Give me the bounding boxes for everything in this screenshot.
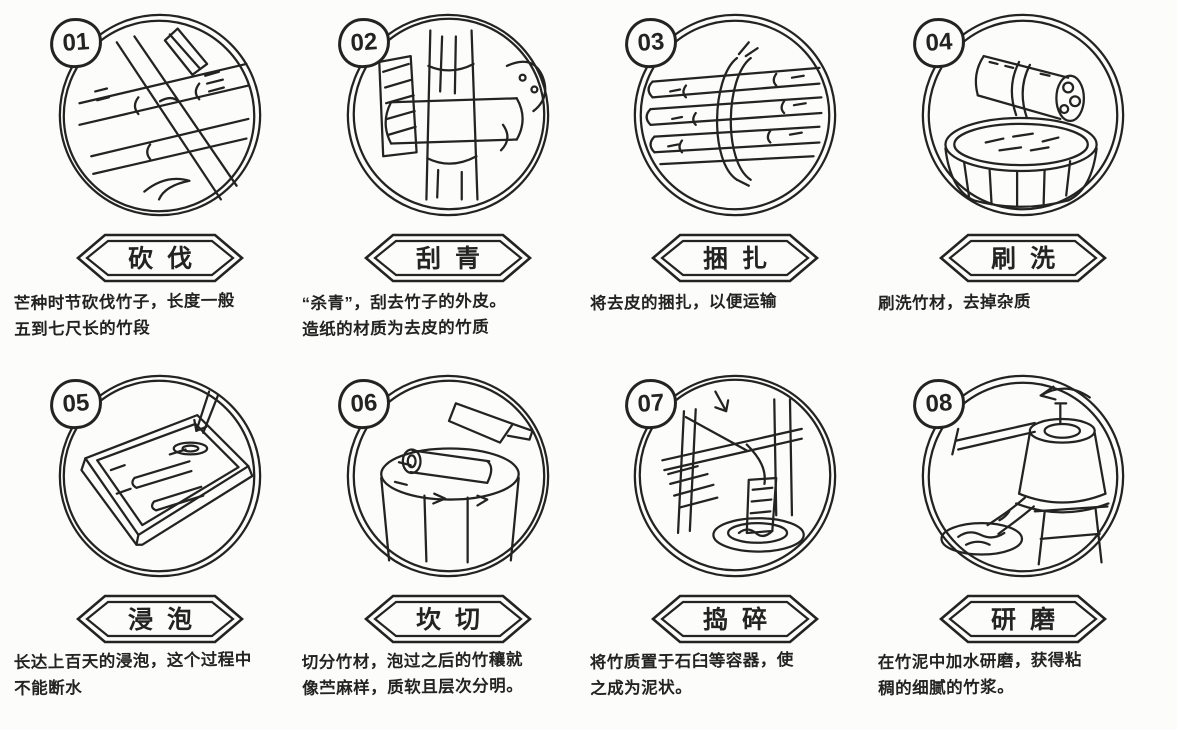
washing-tub-icon (921, 13, 1125, 217)
step-number: 08 (924, 389, 954, 418)
step-caption: 在竹泥中加水研磨，获得粘 稠的细腻的竹浆。 (877, 651, 1082, 698)
step-panel-03: 03 捆扎 将去皮的捆扎，以便运输 (590, 6, 876, 367)
step-caption: 将竹质置于石臼等容器，使 之成为泥状。 (589, 651, 794, 698)
step-panel-04: 04 刷洗 刷洗竹材，去掉杂质 (878, 6, 1163, 367)
step-07-illustration: 07 (623, 367, 843, 585)
step-08-illustration: 08 (911, 367, 1131, 585)
scraping-bamboo-icon (346, 13, 549, 217)
chopping-block-icon (346, 374, 549, 578)
step-title-plate: 刮青 (363, 231, 533, 283)
step-06-illustration: 06 (335, 367, 556, 585)
step-number: 02 (349, 28, 378, 57)
step-title-plate: 捣碎 (650, 592, 820, 644)
step-panel-02: 02 刮青 “杀青”，刮去竹子的外皮。 造纸的材质为去皮的竹质 (302, 6, 588, 367)
step-title: 浸泡 (127, 605, 207, 635)
step-title-plate: 砍伐 (75, 231, 245, 283)
grinding-mill-icon (921, 374, 1125, 578)
step-caption: 刷洗竹材，去掉杂质 (877, 292, 1031, 314)
step-panel-06: 06 坎切 切分竹材，泡过之后的竹穰就 像苎麻样，质软且层次分明。 (302, 367, 588, 728)
step-panel-05: 05 浸泡 长达上百天的浸泡，这个过程中 不能断水 (14, 367, 300, 728)
hexagon-frame-icon (939, 233, 1108, 283)
step-caption: 将去皮的捆扎，以便运输 (589, 292, 778, 314)
step-title: 砍伐 (127, 244, 207, 274)
step-number: 07 (637, 389, 666, 418)
step-title-plate: 捆扎 (650, 231, 820, 283)
step-number: 05 (61, 389, 91, 418)
hexagon-frame-icon (651, 594, 820, 644)
hexagon-frame-icon (75, 594, 244, 644)
step-panel-08: 08 研磨 在竹泥中加水研磨，获得粘 稠的细腻的竹浆。 (877, 367, 1163, 728)
soaking-pool-icon (58, 374, 262, 578)
bundled-poles-icon (634, 13, 837, 217)
step-title: 坎切 (415, 605, 494, 635)
step-title-plate: 刷洗 (938, 231, 1108, 283)
step-title: 刷洗 (990, 244, 1070, 274)
step-title-plate: 坎切 (363, 592, 533, 644)
step-panel-01: 01 砍伐 芒种时节砍伐竹子，长度一般 五到七尺长的竹段 (14, 6, 300, 367)
hexagon-frame-icon (75, 233, 244, 283)
step-number: 01 (61, 28, 91, 57)
step-number: 03 (637, 28, 666, 57)
step-title-plate: 研磨 (938, 592, 1108, 644)
step-05-illustration: 05 (48, 367, 268, 585)
step-title: 捆扎 (703, 244, 782, 274)
step-title: 刮青 (415, 244, 494, 274)
step-title: 捣碎 (703, 605, 782, 635)
step-caption: 长达上百天的浸泡，这个过程中 不能断水 (14, 650, 253, 698)
step-03-illustration: 03 (623, 6, 843, 224)
step-caption: 切分竹材，泡过之后的竹穰就 像苎麻样，质软且层次分明。 (301, 650, 524, 698)
step-01-illustration: 01 (48, 6, 268, 224)
step-02-illustration: 02 (335, 6, 556, 224)
hexagon-frame-icon (363, 233, 532, 283)
step-title-plate: 浸泡 (75, 592, 245, 644)
step-panel-07: 07 捣碎 将竹质置于石臼等容器，使 之成为泥状。 (590, 367, 876, 728)
hexagon-frame-icon (651, 233, 820, 283)
step-caption: 芒种时节砍伐竹子，长度一般 五到七尺长的竹段 (14, 291, 236, 339)
step-04-illustration: 04 (911, 6, 1131, 224)
step-caption: “杀青”，刮去竹子的外皮。 造纸的材质为去皮的竹质 (301, 292, 507, 339)
step-number: 06 (349, 389, 378, 418)
hexagon-frame-icon (363, 594, 532, 644)
step-number: 04 (924, 28, 954, 57)
trip-hammer-mortar-icon (634, 374, 837, 578)
step-title: 研磨 (990, 605, 1070, 635)
felling-bamboo-icon (58, 13, 262, 217)
hexagon-frame-icon (939, 594, 1108, 644)
